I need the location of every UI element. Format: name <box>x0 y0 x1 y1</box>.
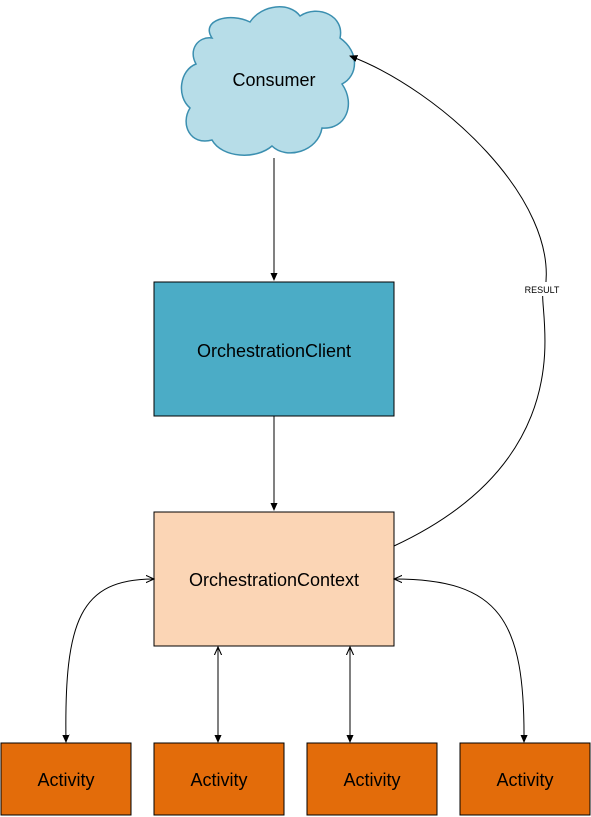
activity-box <box>459 742 591 816</box>
arrow-context-activity-4 <box>394 579 524 742</box>
activity-label: Activity <box>343 770 400 790</box>
activity-label: Activity <box>190 770 247 790</box>
consumer-node: Consumer <box>180 6 356 156</box>
consumer-label: Consumer <box>232 70 315 90</box>
result-label: RESULT <box>525 285 560 295</box>
orchestration-client-node: OrchestrationClient <box>153 281 395 417</box>
consumer-cloud-shape <box>180 6 356 156</box>
result-label-bg <box>522 282 562 296</box>
arrow-context-activity-1 <box>66 579 154 742</box>
orchestration-context-node: OrchestrationContext <box>153 511 395 647</box>
orchestration-client-box <box>153 281 395 417</box>
activity-node-1: Activity <box>0 742 132 816</box>
activity-box <box>0 742 132 816</box>
activity-box <box>306 742 438 816</box>
activity-box <box>153 742 285 816</box>
orchestration-client-label: OrchestrationClient <box>197 341 351 361</box>
activity-node-4: Activity <box>459 742 591 816</box>
orchestration-context-label: OrchestrationContext <box>189 570 359 590</box>
activity-node-3: Activity <box>306 742 438 816</box>
activity-label: Activity <box>496 770 553 790</box>
activity-label: Activity <box>37 770 94 790</box>
activity-node-2: Activity <box>153 742 285 816</box>
